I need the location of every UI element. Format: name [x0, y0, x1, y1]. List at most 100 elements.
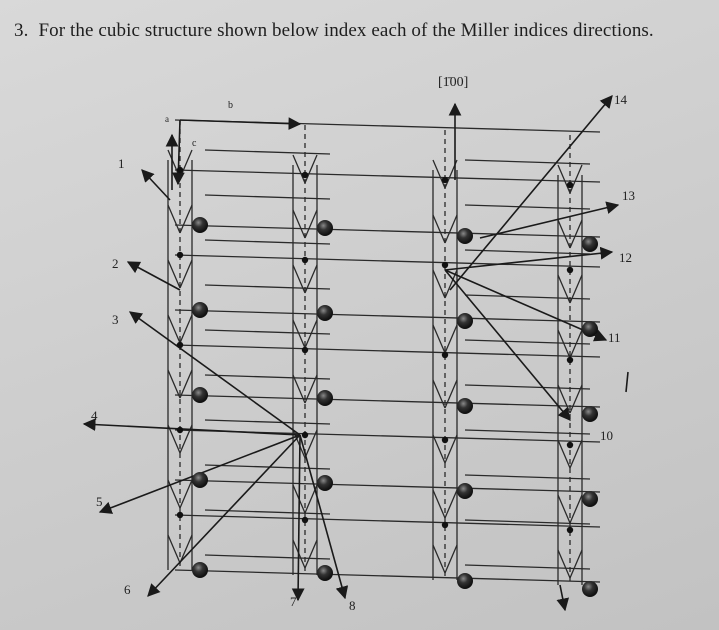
atom-large [317, 305, 333, 321]
lattice-diagonal [179, 259, 193, 289]
atom-large [192, 562, 208, 578]
lattice-back-line [204, 239, 331, 245]
atom-large [457, 483, 473, 499]
lattice-row-line [174, 569, 601, 583]
direction-arrow-6 [147, 434, 301, 597]
atom-small [176, 166, 184, 174]
atom-large [582, 236, 598, 252]
lattice-back-line [464, 339, 591, 345]
lattice-diagonal [292, 209, 306, 239]
lattice-diagonal [304, 154, 318, 184]
lattice-back-line [464, 519, 591, 525]
lattice-diagonal [432, 489, 446, 519]
lattice-row-line [174, 169, 601, 183]
lattice-diagonal [179, 534, 193, 564]
atom-small [176, 426, 184, 434]
direction-label-8: 8 [349, 598, 356, 613]
lattice-diagonal [557, 164, 571, 194]
lattice-back-line [204, 149, 331, 155]
direction-label-10: 10 [600, 428, 613, 443]
lattice-diagonal [444, 489, 458, 519]
atom-small [566, 526, 574, 534]
lattice-back-line [204, 374, 331, 380]
lattice-diagonal [432, 434, 446, 464]
lattice-diagonal [432, 544, 446, 574]
lattice-back-line [464, 294, 591, 300]
lattice-back-line [464, 249, 591, 255]
direction-arrow-13 [479, 201, 620, 239]
direction-arrow-10 [444, 269, 571, 421]
atom-large [317, 475, 333, 491]
direction-label-7: 7 [290, 594, 297, 609]
atom-small [441, 436, 449, 444]
direction-arrow-14 [449, 95, 613, 291]
atom-large [192, 217, 208, 233]
atom-large [192, 472, 208, 488]
direction-label-14: 14 [614, 92, 628, 107]
lattice-row-line [174, 394, 601, 408]
atom-small [566, 441, 574, 449]
atom-large [582, 406, 598, 422]
lattice-back-line [204, 329, 331, 335]
atom-small [441, 351, 449, 359]
atom-large [317, 390, 333, 406]
lattice-diagonal [444, 544, 458, 574]
axis-arrow-a [171, 119, 185, 186]
atom-large [457, 313, 473, 329]
direction-label-11: 11 [608, 330, 621, 345]
atom-small [441, 521, 449, 529]
lattice-diagonal [557, 494, 571, 524]
direction-arrow-3 [128, 311, 301, 436]
atom-small [301, 171, 309, 179]
direction-label-4: 4 [91, 408, 98, 423]
lattice-diagonal [432, 214, 446, 244]
direction-label-13: 13 [622, 188, 635, 203]
question-prompt: For the cubic structure shown below inde… [38, 20, 654, 41]
lattice-diagonal [432, 159, 446, 189]
lattice-diagonal [292, 264, 306, 294]
lattice-lines [167, 119, 601, 585]
lattice-diagonal [179, 204, 193, 234]
lattice-diagonal [179, 369, 193, 399]
lattice-row-line [174, 479, 601, 493]
lattice-diagonal [557, 439, 571, 469]
lattice-back-line [464, 159, 591, 165]
axis-arrow-b [179, 117, 302, 131]
lattice-diagonal [432, 269, 446, 299]
direction-arrow-12 [444, 246, 614, 271]
lattice-diagonal [569, 219, 583, 249]
lattice-diagonal [444, 379, 458, 409]
lattice-back-line [204, 419, 331, 425]
atom-small [566, 181, 574, 189]
lattice-back-line [464, 204, 591, 210]
axis-label-c: c [192, 138, 197, 149]
direction-tick [625, 371, 629, 393]
atom-small [176, 341, 184, 349]
lattice-back-line [464, 474, 591, 480]
lattice-diagonal [569, 549, 583, 579]
direction-arrow-1 [141, 169, 171, 201]
direction-arrow-7 [291, 434, 305, 602]
lattice-atoms [176, 166, 598, 597]
lattice-diagonal [179, 479, 193, 509]
direction-arrow-4 [82, 418, 301, 436]
direction-label-2: 2 [112, 256, 119, 271]
direction-label-6: 6 [124, 582, 131, 597]
lattice-diagonal [432, 379, 446, 409]
direction-arrow-2 [126, 261, 181, 291]
lattice-diagonal [569, 439, 583, 469]
atom-large [317, 565, 333, 581]
axis-label-b: b [228, 100, 233, 111]
lattice-diagonal [292, 374, 306, 404]
atom-small [301, 346, 309, 354]
atom-large [457, 398, 473, 414]
lattice-row-line [174, 514, 601, 528]
lattice-back-line [464, 429, 591, 435]
lattice-diagonal [167, 259, 181, 289]
lattice-back-line [204, 509, 331, 515]
atom-large [582, 581, 598, 597]
lattice-back-line [204, 554, 331, 560]
lattice-row-line [174, 344, 601, 358]
atom-large [457, 573, 473, 589]
